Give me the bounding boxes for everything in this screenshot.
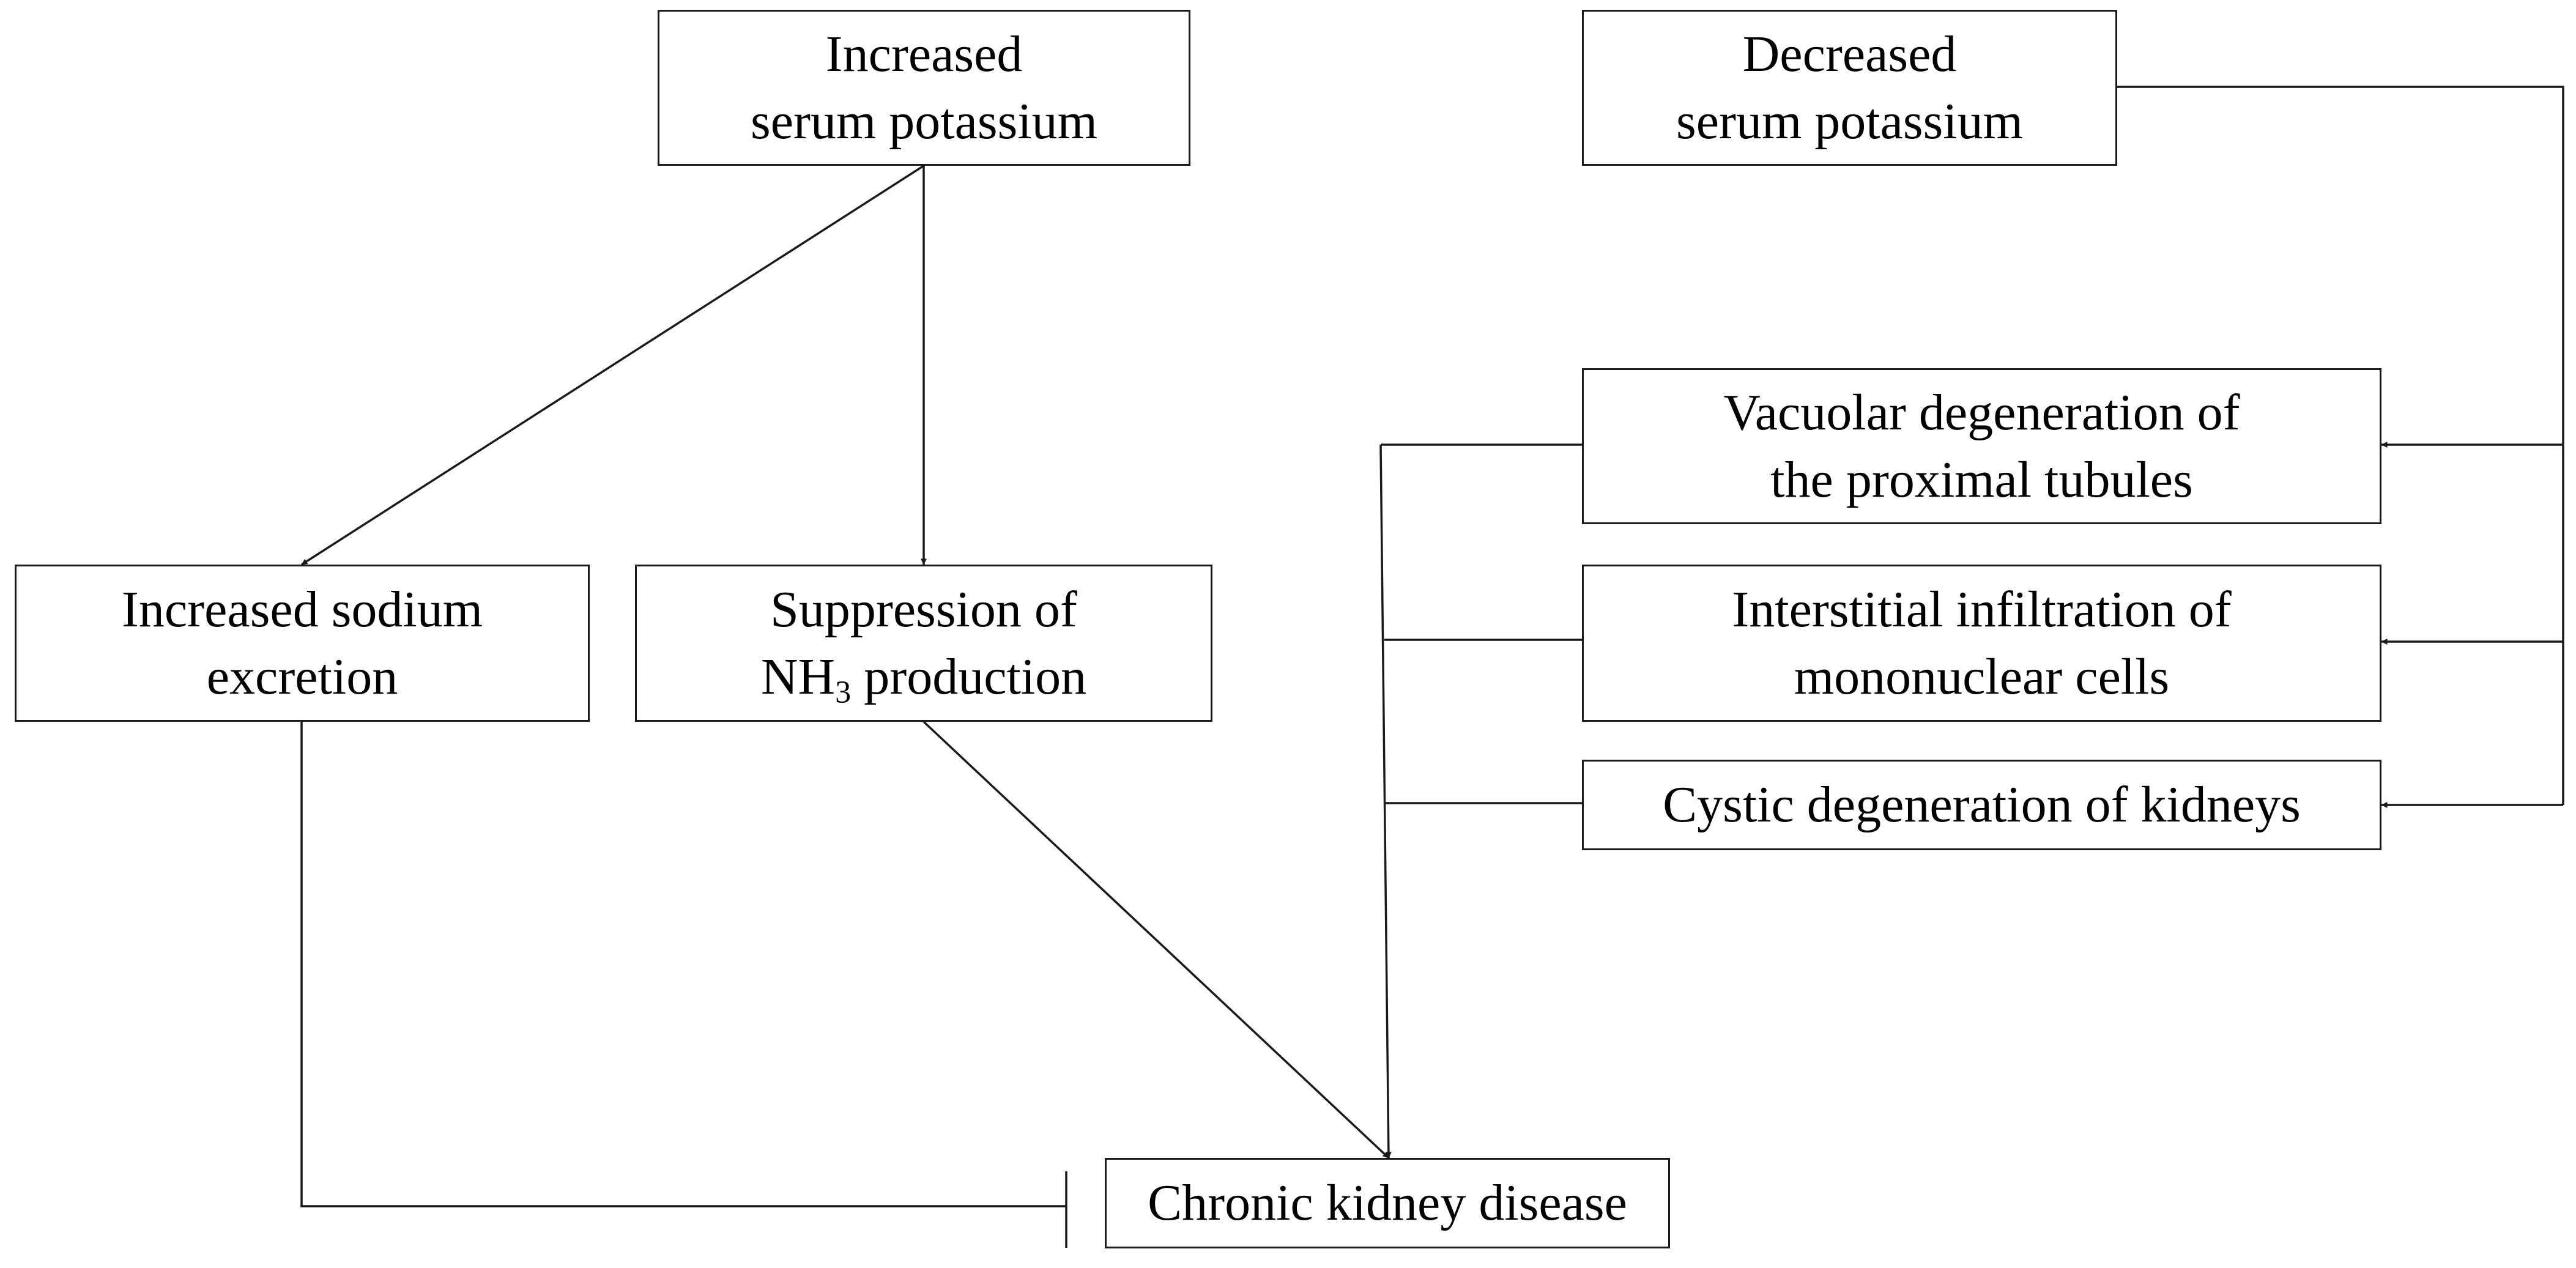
node-cystic-degeneration: Cystic degeneration of kidneys bbox=[1582, 760, 2381, 850]
node-label-line: serum potassium bbox=[751, 92, 1097, 150]
node-label-line: the proximal tubules bbox=[1770, 451, 2193, 508]
node-suppression-nh3-production: Suppression of NH3 production bbox=[635, 565, 1212, 722]
node-increased-serum-potassium: Increased serum potassium bbox=[658, 10, 1190, 166]
node-label-line: Suppression of bbox=[770, 581, 1077, 639]
node-chronic-kidney-disease: Chronic kidney disease bbox=[1105, 1158, 1670, 1248]
edge-sodium-inhibits-ckd bbox=[300, 722, 1066, 1207]
node-label-line: Decreased bbox=[1742, 26, 1957, 83]
node-label-line: mononuclear cells bbox=[1794, 648, 2170, 705]
node-label-line: excretion bbox=[206, 648, 398, 705]
node-label-line: Chronic kidney disease bbox=[1148, 1174, 1627, 1232]
node-label-line: Increased bbox=[825, 26, 1023, 83]
node-label-line: Vacuolar degeneration of bbox=[1723, 384, 2240, 442]
node-label-line: Cystic degeneration of kidneys bbox=[1663, 776, 2301, 834]
nh3-subscript: 3 bbox=[835, 675, 852, 710]
node-label-line: Increased sodium bbox=[121, 581, 483, 639]
nh3-suffix: production bbox=[851, 648, 1087, 705]
node-vacuolar-degeneration: Vacuolar degeneration of the proximal tu… bbox=[1582, 368, 2381, 524]
node-label-line-nh3: NH3 production bbox=[761, 643, 1086, 710]
node-increased-sodium-excretion: Increased sodium excretion bbox=[15, 565, 590, 722]
edge-degenerations-to-ckd bbox=[1379, 444, 1392, 1159]
node-label-line: Interstitial infiltration of bbox=[1732, 581, 2232, 639]
nh3-prefix: NH bbox=[760, 648, 836, 705]
edge-potassium-to-sodium bbox=[301, 165, 924, 566]
edge-decreased-potassium-bracket bbox=[2117, 86, 2564, 805]
edge-nh3-to-ckd bbox=[922, 721, 1390, 1159]
node-decreased-serum-potassium: Decreased serum potassium bbox=[1582, 10, 2117, 166]
node-label-line: serum potassium bbox=[1676, 92, 2023, 150]
node-interstitial-infiltration: Interstitial infiltration of mononuclear… bbox=[1582, 565, 2381, 722]
